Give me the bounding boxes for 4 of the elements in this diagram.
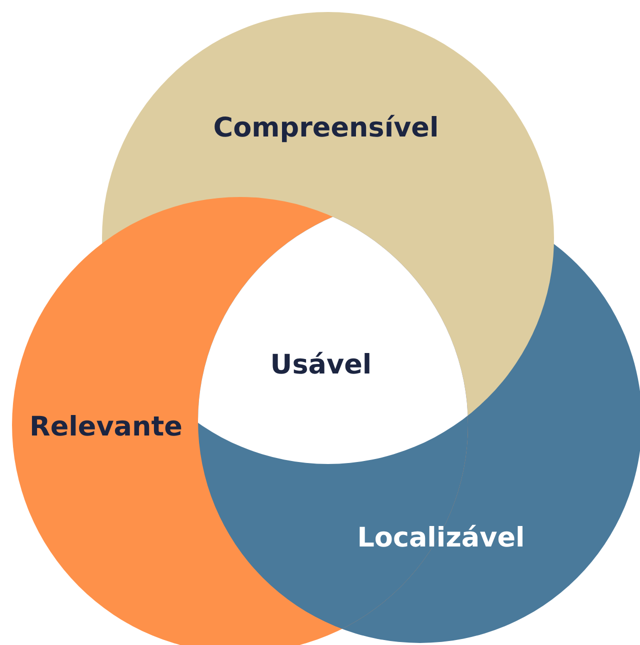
circle-label: Compreensível xyxy=(213,112,439,144)
center-label: Usável xyxy=(270,350,372,380)
circle-label: Relevante xyxy=(30,412,182,442)
circle-label: Localizável xyxy=(357,522,525,554)
